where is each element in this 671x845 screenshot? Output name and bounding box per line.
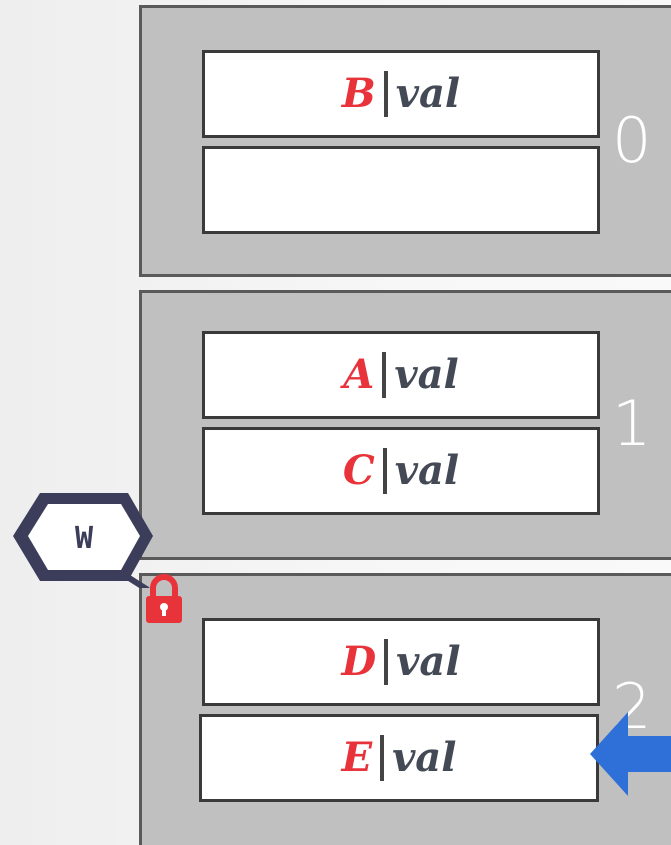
entry-key: A bbox=[343, 351, 375, 398]
entry-b: B val bbox=[342, 71, 460, 117]
entry-key: C bbox=[342, 447, 375, 494]
entry-value: val bbox=[395, 70, 461, 117]
entry-d: D val bbox=[341, 638, 461, 685]
entry-separator bbox=[383, 71, 388, 117]
slot-1-0: A val bbox=[202, 331, 600, 419]
entry-key: D bbox=[341, 638, 377, 685]
bucket-2: D val E val 2 bbox=[139, 573, 671, 845]
entry-value: val bbox=[394, 447, 460, 494]
slot-2-0: D val bbox=[202, 618, 600, 706]
entry-separator bbox=[382, 352, 387, 398]
entry-separator bbox=[384, 639, 389, 685]
entry-key: E bbox=[341, 734, 373, 781]
left-arrow-icon bbox=[590, 712, 671, 796]
slot-0-1-empty bbox=[202, 146, 600, 234]
entry-separator bbox=[382, 448, 387, 494]
bucket-1: A val C val 1 bbox=[139, 290, 671, 560]
slot-1-1: C val bbox=[202, 427, 600, 515]
bucket-index-1: 1 bbox=[612, 387, 652, 460]
entry-a: A val bbox=[343, 351, 459, 398]
entry-value: val bbox=[396, 638, 461, 685]
entry-c: C val bbox=[343, 448, 459, 494]
padlock-icon bbox=[146, 574, 182, 623]
slot-0-0: B val bbox=[202, 50, 600, 138]
latch-mode-label: W bbox=[75, 521, 94, 556]
entry-e: E val bbox=[341, 734, 457, 781]
latch-badge: W bbox=[13, 493, 153, 588]
entry-key: B bbox=[341, 70, 376, 117]
bucket-index-0: 0 bbox=[612, 104, 652, 177]
entry-value: val bbox=[392, 734, 457, 781]
slot-2-1: E val bbox=[199, 714, 599, 802]
bucket-0: B val 0 bbox=[139, 5, 671, 277]
entry-separator bbox=[380, 735, 385, 781]
entry-value: val bbox=[394, 351, 459, 398]
